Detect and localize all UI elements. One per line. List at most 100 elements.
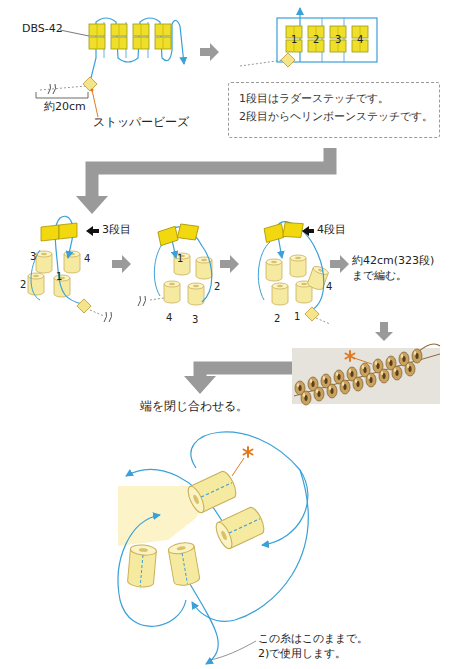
bead-number: 1	[291, 33, 297, 47]
step-arrow	[375, 322, 393, 341]
herringbone-start-figure	[240, 8, 377, 67]
ladder-stitch-figure	[89, 24, 105, 36]
bead-number: 4	[326, 280, 332, 294]
closing-figure	[127, 544, 157, 588]
step-figure	[188, 283, 204, 305]
step-figure	[36, 251, 52, 273]
ladder-stitch-figure	[155, 24, 171, 36]
row-label: 4段目	[317, 223, 346, 238]
ladder-stitch-figure	[40, 86, 86, 90]
photo	[379, 369, 389, 383]
step-figure	[290, 255, 306, 277]
closing-figure	[244, 450, 253, 455]
photo	[353, 377, 363, 391]
ladder-stitch-figure	[83, 77, 97, 91]
ladder-stitch-figure	[133, 37, 149, 49]
photo	[346, 354, 355, 359]
step-figure	[283, 221, 304, 240]
flow-arrow	[184, 368, 292, 394]
instruction-text: 約42cm(323段) まで編む。	[352, 254, 444, 284]
closing-figure	[210, 641, 256, 660]
photo	[405, 362, 415, 376]
bead-number: 3	[335, 33, 341, 47]
bead-number: 1	[294, 310, 300, 324]
photo	[418, 344, 440, 352]
photo	[340, 380, 350, 394]
ladder-stitch-figure	[92, 90, 98, 117]
bead-number: 3	[192, 313, 198, 327]
flow-arrow	[200, 368, 292, 376]
bead-number: 2	[214, 280, 220, 294]
note-box: 1段目はラダーステッチです。 2段目からヘリンボーンステッチです。	[228, 82, 440, 138]
step-figure	[90, 310, 104, 316]
step-figure	[104, 312, 112, 322]
flow-arrow	[92, 148, 330, 196]
step-figure	[272, 283, 288, 305]
bead-number: 2	[20, 278, 26, 292]
ladder-stitch-figure	[133, 24, 149, 36]
step-figure	[28, 273, 44, 295]
herringbone-start-figure	[281, 53, 295, 67]
photo	[301, 391, 311, 405]
photo	[392, 366, 402, 380]
closing-figure	[244, 447, 253, 457]
step-arrow	[330, 255, 349, 273]
step-figure	[41, 225, 59, 241]
step-figure	[258, 221, 330, 324]
step-figure	[158, 226, 179, 245]
closing-figure	[213, 505, 267, 550]
step-figure	[316, 318, 330, 324]
step-figure	[138, 222, 212, 306]
closing-figure	[232, 458, 244, 476]
step-figure	[59, 223, 77, 239]
instruction-text: 端を閉じ合わせる。	[140, 398, 248, 414]
closing-figure	[118, 432, 308, 664]
step-arrow	[200, 43, 219, 61]
herringbone-start-figure	[277, 18, 377, 62]
photo	[314, 387, 324, 401]
ladder-stitch-figure	[111, 24, 127, 36]
flow-arrow	[184, 376, 216, 394]
part-name: ストッパービーズ	[93, 114, 189, 130]
closing-figure	[190, 584, 218, 664]
photo	[346, 354, 355, 359]
note-text: この糸はこのままで。 2)で使用します。	[258, 632, 378, 662]
bead-number: 2	[274, 312, 280, 326]
dimension: 約20cm	[44, 100, 86, 115]
step-figure	[264, 224, 285, 243]
step-figure	[177, 222, 198, 242]
step-figure	[258, 242, 270, 300]
bead-number: 3	[30, 250, 36, 264]
step-figure	[154, 240, 166, 296]
photo	[292, 348, 440, 404]
step-figure	[150, 298, 164, 300]
ladder-stitch-figure	[104, 22, 148, 58]
step-figure	[77, 299, 91, 313]
step-arrow	[112, 255, 131, 273]
bead-number: 4	[166, 311, 172, 325]
step-figure	[302, 226, 314, 236]
flow-arrow	[76, 148, 330, 214]
step-figure	[307, 265, 330, 291]
photo	[354, 358, 372, 364]
step-figure	[64, 251, 80, 273]
closing-figure	[244, 450, 253, 455]
step-figure	[28, 216, 112, 322]
step-figure	[174, 253, 190, 275]
ladder-stitch-figure	[111, 37, 127, 49]
bead-number: 4	[357, 33, 363, 47]
step-figure	[55, 216, 82, 304]
note-text: 1段目はラダーステッチです。 2段目からヘリンボーンステッチです。	[239, 90, 429, 125]
step-figure	[86, 226, 99, 236]
ladder-stitch-figure	[36, 92, 88, 98]
step-figure	[31, 250, 40, 300]
bead-number: 1	[56, 270, 62, 284]
ladder-stitch-figure	[90, 18, 184, 82]
photo	[346, 351, 355, 361]
bead-number: 2	[313, 33, 319, 47]
photo	[412, 349, 422, 363]
photo	[327, 384, 337, 398]
step-figure	[266, 259, 282, 281]
ladder-stitch-figure	[155, 37, 171, 49]
